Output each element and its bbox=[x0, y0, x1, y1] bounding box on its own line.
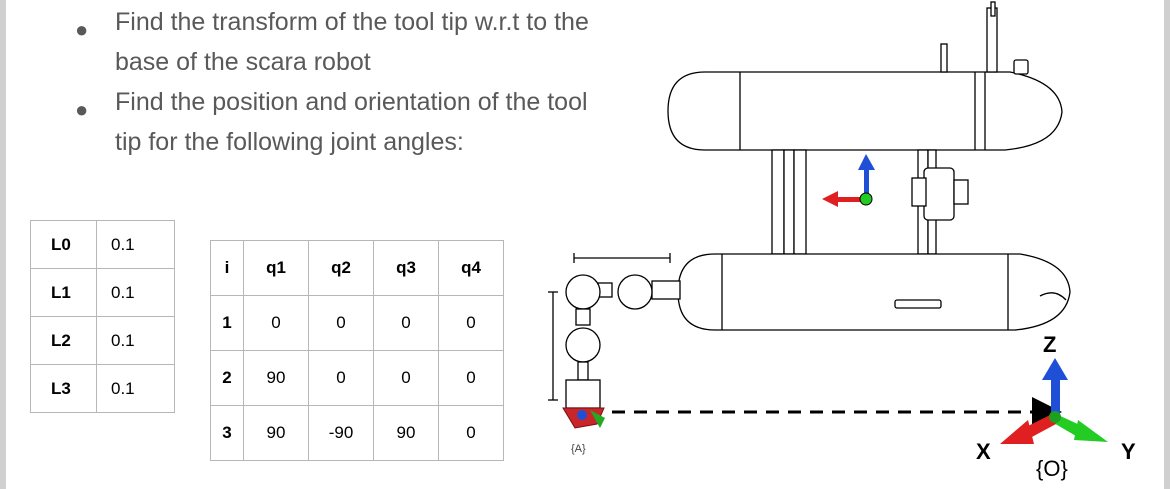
axis-x-label: X bbox=[976, 439, 991, 464]
table-cell: 2 bbox=[210, 350, 244, 406]
table-cell: -90 bbox=[308, 405, 374, 461]
table-cell: 90 bbox=[243, 405, 309, 461]
link-name: L1 bbox=[30, 268, 97, 317]
link-name: L0 bbox=[30, 220, 97, 269]
upper-hull bbox=[667, 1, 1063, 151]
link-value: 0.1 bbox=[96, 364, 175, 413]
table-row: 2 90 0 0 0 bbox=[210, 350, 504, 406]
column-header: q3 bbox=[373, 240, 439, 296]
table-cell: 0 bbox=[308, 295, 374, 351]
link-name: L3 bbox=[30, 364, 97, 413]
column-header: i bbox=[210, 240, 244, 296]
table-cell: 0 bbox=[243, 295, 309, 351]
table-row: L3 0.1 bbox=[30, 364, 175, 413]
link-length-table: L0 0.1 L1 0.1 L2 0.1 L3 0.1 bbox=[30, 220, 175, 413]
table-header-row: i q1 q2 q3 q4 bbox=[210, 240, 504, 296]
auv-robot-figure: {A} Z X Y {O} bbox=[548, 1, 1136, 481]
link-value: 0.1 bbox=[96, 316, 175, 365]
table-row: 1 0 0 0 0 bbox=[210, 295, 504, 351]
table-row: L2 0.1 bbox=[30, 316, 175, 365]
column-header: q2 bbox=[308, 240, 374, 296]
table-cell: 0 bbox=[373, 350, 439, 406]
frame-a-label: {A} bbox=[571, 443, 586, 455]
table-cell: 90 bbox=[373, 405, 439, 461]
joint-angle-table: i q1 q2 q3 q4 1 0 0 0 0 2 90 0 0 0 3 90 … bbox=[210, 240, 504, 461]
table-row: L0 0.1 bbox=[30, 220, 175, 269]
task-text: Find the transform of the tool tip w.r.t… bbox=[115, 8, 589, 76]
table-cell: 0 bbox=[308, 350, 374, 406]
link-name: L2 bbox=[30, 316, 97, 365]
task-list: ● Find the transform of the tool tip w.r.… bbox=[60, 2, 600, 162]
table-cell: 90 bbox=[243, 350, 309, 406]
task-item: ● Find the position and orientation of th… bbox=[60, 82, 600, 162]
link-value: 0.1 bbox=[96, 268, 175, 317]
task-item: ● Find the transform of the tool tip w.r.… bbox=[60, 2, 600, 82]
link-value: 0.1 bbox=[96, 220, 175, 269]
bullet-icon: ● bbox=[75, 97, 89, 122]
world-frame-axes: Z X Y {O} bbox=[976, 332, 1136, 481]
table-cell: 0 bbox=[438, 350, 504, 406]
thruster bbox=[911, 167, 969, 221]
robot-arm bbox=[548, 253, 681, 409]
table-cell: 0 bbox=[438, 405, 504, 461]
table-cell: 0 bbox=[373, 295, 439, 351]
right-border bbox=[1164, 0, 1170, 489]
task-text: Find the position and orientation of the… bbox=[115, 88, 588, 156]
table-cell: 1 bbox=[210, 295, 244, 351]
column-header: q1 bbox=[243, 240, 309, 296]
table-row: 3 90 -90 90 0 bbox=[210, 405, 504, 461]
bullet-icon: ● bbox=[75, 17, 89, 42]
left-border bbox=[0, 0, 6, 489]
lower-hull bbox=[677, 253, 1071, 331]
axis-y-label: Y bbox=[1121, 439, 1136, 464]
axis-z-label: Z bbox=[1043, 332, 1056, 357]
column-header: q4 bbox=[438, 240, 504, 296]
body-frame-axes bbox=[822, 154, 875, 207]
table-row: L1 0.1 bbox=[30, 268, 175, 317]
tool-tip-frame: {A} bbox=[562, 407, 605, 455]
table-cell: 0 bbox=[438, 295, 504, 351]
frame-o-label: {O} bbox=[1036, 456, 1068, 481]
table-cell: 3 bbox=[210, 405, 244, 461]
